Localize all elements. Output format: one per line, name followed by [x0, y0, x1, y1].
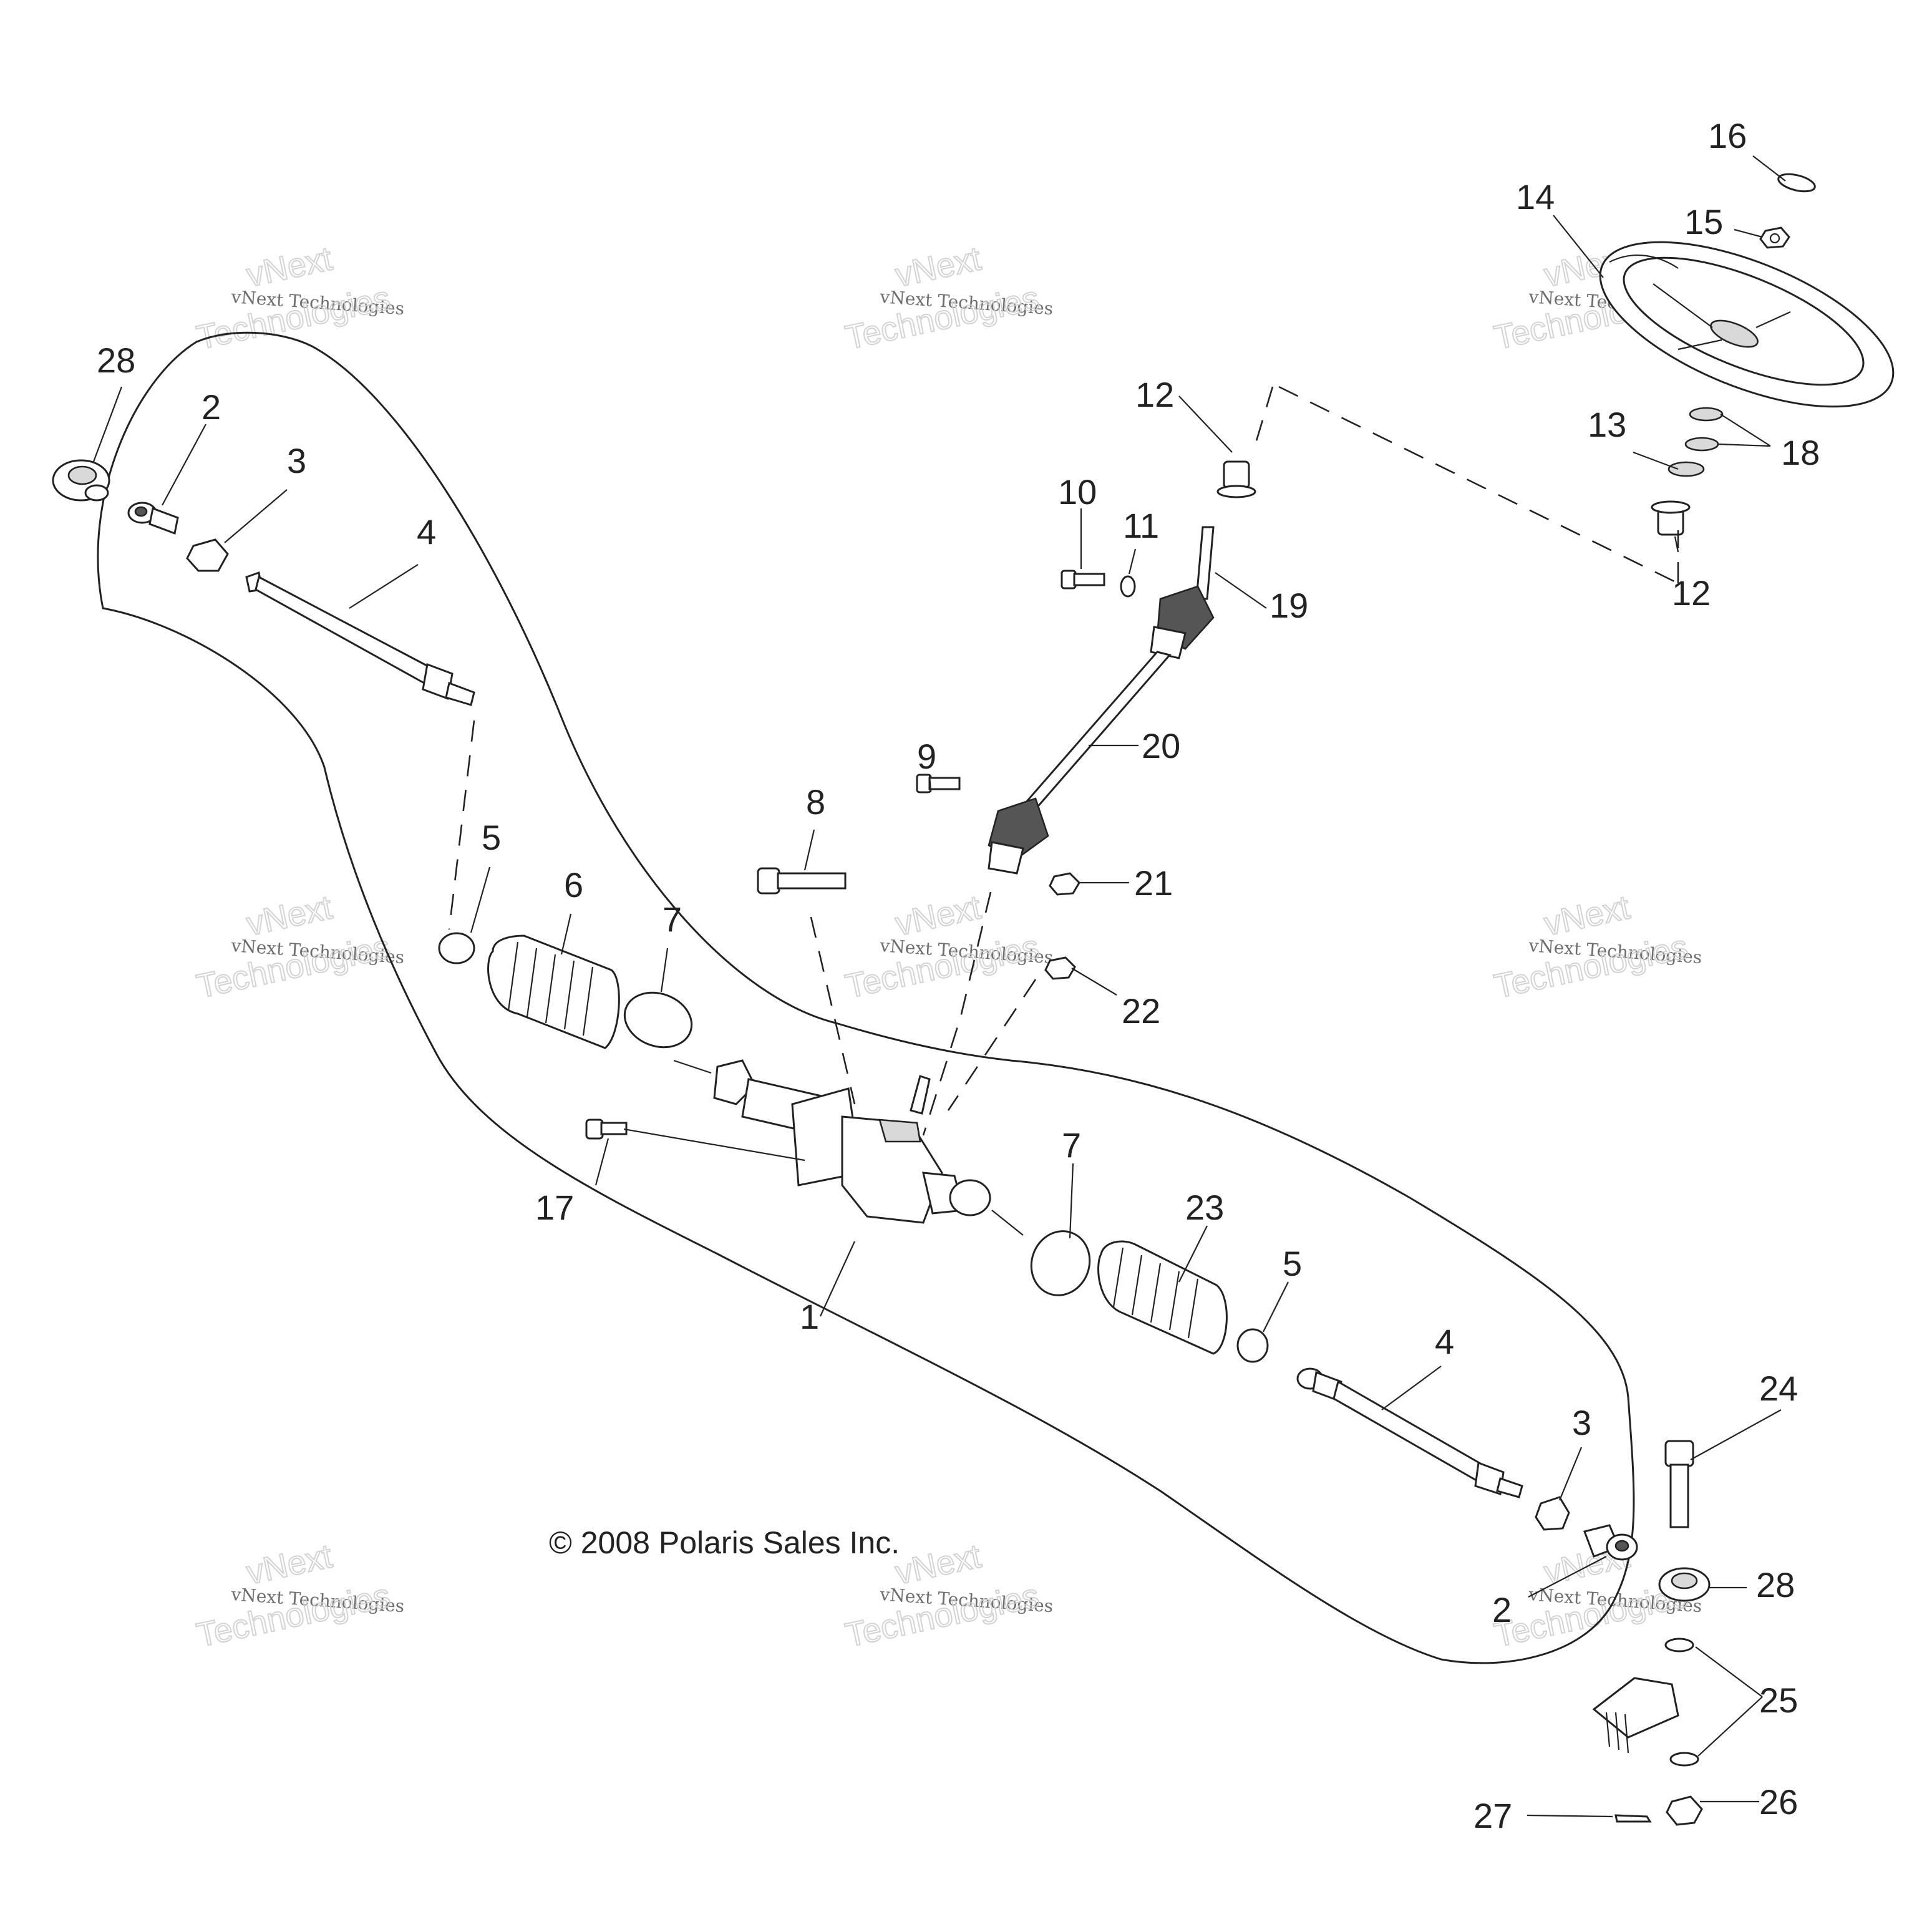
cotter-pin — [1614, 1814, 1652, 1823]
callout-9: 9 — [917, 737, 936, 776]
nut-22 — [1044, 956, 1076, 980]
svg-text:vNext: vNext — [892, 240, 984, 294]
callout-21: 21 — [1134, 863, 1173, 903]
watermark-mid-left: vNext vNext Technologies Technologies — [193, 888, 405, 1006]
callout-1: 1 — [800, 1297, 819, 1336]
callout-16: 16 — [1708, 116, 1747, 155]
callout-18: 18 — [1781, 433, 1820, 472]
svg-text:vNext: vNext — [243, 1537, 336, 1591]
watermark-mid-center: vNext vNext Technologies Technologies — [842, 888, 1054, 1006]
clamp-right-leader — [991, 1210, 1024, 1236]
callout-4-right: 4 — [1435, 1322, 1454, 1361]
callout-20: 20 — [1142, 726, 1180, 765]
ball-joint-left — [52, 459, 110, 502]
callout-25: 25 — [1759, 1681, 1798, 1720]
callout-26: 26 — [1759, 1782, 1798, 1822]
center-cap — [1777, 173, 1816, 193]
bolt-17 — [585, 1119, 628, 1140]
svg-text:vNext: vNext — [243, 888, 336, 943]
washer-25-lower — [1669, 1752, 1699, 1767]
callout-6: 6 — [564, 865, 583, 905]
callout-3-left: 3 — [287, 441, 306, 480]
watermark-mid-right: vNext vNext Technologies Technologies — [1490, 888, 1702, 1006]
copyright-notice: © 2008 Polaris Sales Inc. — [549, 1525, 900, 1560]
nut-21 — [1049, 872, 1080, 896]
callout-4-left: 4 — [417, 512, 436, 551]
clamp-left — [623, 991, 693, 1049]
callout-13: 13 — [1588, 405, 1626, 444]
spindle-bracket — [1592, 1677, 1679, 1754]
callout-14: 14 — [1516, 177, 1555, 216]
leader-lines — [92, 155, 1786, 1818]
bolt-9 — [916, 774, 961, 793]
callout-17: 17 — [535, 1188, 574, 1227]
ball-joint-right — [1658, 1567, 1711, 1602]
washer-upper — [1689, 407, 1724, 422]
bushing-left — [1216, 460, 1256, 498]
callout-5-right: 5 — [1283, 1244, 1302, 1283]
washer-lower — [1684, 437, 1719, 452]
callout-22: 22 — [1122, 991, 1160, 1031]
steering-rack — [713, 1059, 991, 1224]
wheel-nut — [1759, 226, 1790, 249]
callout-10: 10 — [1058, 472, 1097, 512]
upper-steering-shaft — [988, 526, 1215, 875]
callout-7-right: 7 — [1062, 1125, 1081, 1165]
spacer-washer — [1667, 461, 1705, 477]
rack-boot-left — [487, 934, 620, 1049]
watermark-top-center: vNext vNext Technologies Technologies — [842, 239, 1054, 357]
bolt-8 — [757, 867, 847, 895]
rack-boot-right — [1097, 1240, 1228, 1355]
bushing-dashed-guide — [1253, 386, 1679, 585]
shaft-dashed-guide — [922, 891, 992, 1136]
callout-2-left: 2 — [201, 387, 221, 427]
nut-26 — [1666, 1795, 1703, 1826]
svg-text:vNext: vNext — [1541, 888, 1633, 943]
callout-11: 11 — [1123, 506, 1159, 545]
assembly-outline — [97, 331, 1635, 1664]
svg-text:vNext: vNext — [243, 240, 336, 294]
callout-28-right: 28 — [1756, 1565, 1795, 1604]
washer-25-upper — [1664, 1638, 1694, 1653]
bolt-17-leader — [623, 1128, 805, 1162]
callout-labels: 28 2 3 4 5 6 7 8 9 10 11 12 12 13 14 15 … — [97, 116, 1820, 1835]
tie-rod-left — [245, 571, 475, 706]
tie-rod-left-dashed-guide — [448, 720, 475, 930]
callout-7-left: 7 — [663, 900, 682, 939]
tie-rod-right — [1296, 1367, 1523, 1498]
svg-text:vNext: vNext — [892, 1537, 984, 1591]
tie-rod-end-right — [1583, 1524, 1638, 1561]
callout-15: 15 — [1684, 202, 1723, 241]
bolt-8-dashed-guide — [810, 916, 856, 1105]
washer-11 — [1120, 575, 1136, 598]
clamp-ring-left — [438, 932, 475, 964]
watermark-bottom-left: vNext vNext Technologies Technologies — [193, 1536, 405, 1654]
callout-2-right: 2 — [1492, 1590, 1512, 1629]
watermark-top-left: vNext vNext Technologies Technologies — [193, 239, 405, 357]
callout-12-left: 12 — [1135, 375, 1174, 414]
callout-3-right: 3 — [1572, 1403, 1591, 1442]
callout-5-left: 5 — [482, 818, 501, 857]
svg-text:vNext: vNext — [892, 888, 984, 943]
bushing-right — [1651, 500, 1691, 536]
steering-wheel — [1599, 241, 1895, 408]
jam-nut-right — [1535, 1496, 1570, 1531]
tie-rod-end-left — [127, 502, 179, 535]
clamp-ring-right — [1236, 1328, 1269, 1363]
callout-12-right: 12 — [1672, 573, 1711, 613]
callout-27: 27 — [1473, 1796, 1512, 1835]
callout-19: 19 — [1269, 586, 1308, 625]
nut-22-dashed-guide — [947, 979, 1037, 1111]
clamp-left-leader — [673, 1059, 712, 1074]
callout-23: 23 — [1185, 1188, 1224, 1227]
callout-8: 8 — [806, 782, 825, 822]
bolt-24 — [1664, 1440, 1694, 1528]
callout-24: 24 — [1759, 1369, 1798, 1408]
clamp-right — [1030, 1230, 1091, 1296]
jam-nut-left — [186, 538, 229, 572]
bolt-10 — [1061, 570, 1105, 590]
callout-28-left: 28 — [97, 341, 135, 380]
